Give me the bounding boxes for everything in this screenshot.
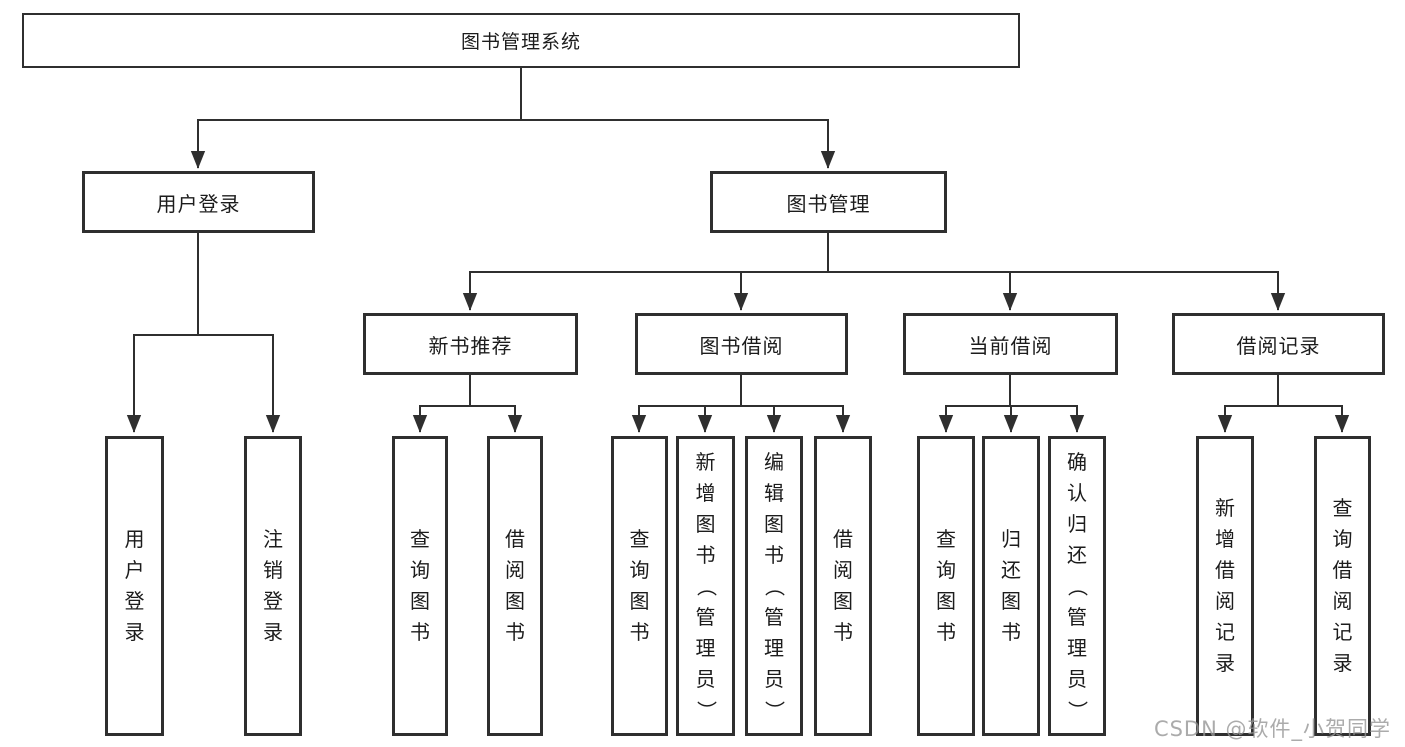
leaf-edit-book-admin: 编辑图书（管理员） (745, 436, 803, 736)
node-borrow-record-label: 借阅记录 (1236, 333, 1321, 358)
node-current-borrow-label: 当前借阅 (968, 333, 1053, 358)
csdn-watermark: CSDN @软件_小贺同学 (1153, 717, 1391, 741)
leaf-logout-label: 注销登录 (263, 527, 283, 644)
leaf-query-book-1: 查询图书 (392, 436, 448, 736)
node-user-login: 用户登录 (82, 171, 315, 233)
leaf-borrow-book-2-label: 借阅图书 (833, 527, 853, 644)
leaf-query-book-1-label: 查询图书 (410, 527, 430, 644)
leaf-query-book-2: 查询图书 (611, 436, 668, 736)
node-root-label: 图书管理系统 (460, 31, 581, 53)
node-book-management-label: 图书管理 (786, 191, 871, 216)
leaf-borrow-book-2: 借阅图书 (814, 436, 872, 736)
leaf-add-book-admin-label: 新增图书（管理员） (694, 449, 718, 721)
node-user-login-label: 用户登录 (156, 191, 241, 216)
leaf-confirm-return-admin-label: 确认归还（管理员） (1065, 449, 1090, 721)
leaf-confirm-return-admin: 确认归还（管理员） (1048, 436, 1106, 736)
node-book-borrow: 图书借阅 (635, 313, 848, 375)
node-book-management: 图书管理 (710, 171, 947, 233)
leaf-user-login-label: 用户登录 (124, 527, 145, 644)
leaf-edit-book-admin-label: 编辑图书（管理员） (762, 449, 787, 721)
node-new-book-recommend-label: 新书推荐 (428, 333, 513, 358)
leaf-borrow-book-1-label: 借阅图书 (505, 527, 525, 644)
leaf-query-borrow-record: 查询借阅记录 (1314, 436, 1371, 736)
leaf-return-book: 归还图书 (982, 436, 1040, 736)
leaf-borrow-book-1: 借阅图书 (487, 436, 543, 736)
leaf-return-book-label: 归还图书 (1001, 527, 1021, 644)
node-borrow-record: 借阅记录 (1172, 313, 1385, 375)
leaf-add-borrow-record: 新增借阅记录 (1196, 436, 1254, 736)
node-current-borrow: 当前借阅 (903, 313, 1118, 375)
node-new-book-recommend: 新书推荐 (363, 313, 578, 375)
node-book-borrow-label: 图书借阅 (699, 333, 784, 358)
leaf-query-borrow-record-label: 查询借阅记录 (1332, 496, 1353, 675)
leaf-user-login: 用户登录 (105, 436, 164, 736)
leaf-query-book-3-label: 查询图书 (936, 527, 956, 644)
node-root: 图书管理系统 (22, 13, 1020, 68)
leaf-logout: 注销登录 (244, 436, 302, 736)
leaf-query-book-3: 查询图书 (917, 436, 975, 736)
leaf-query-book-2-label: 查询图书 (629, 527, 650, 644)
leaf-add-borrow-record-label: 新增借阅记录 (1215, 496, 1235, 675)
leaf-add-book-admin: 新增图书（管理员） (676, 436, 735, 736)
